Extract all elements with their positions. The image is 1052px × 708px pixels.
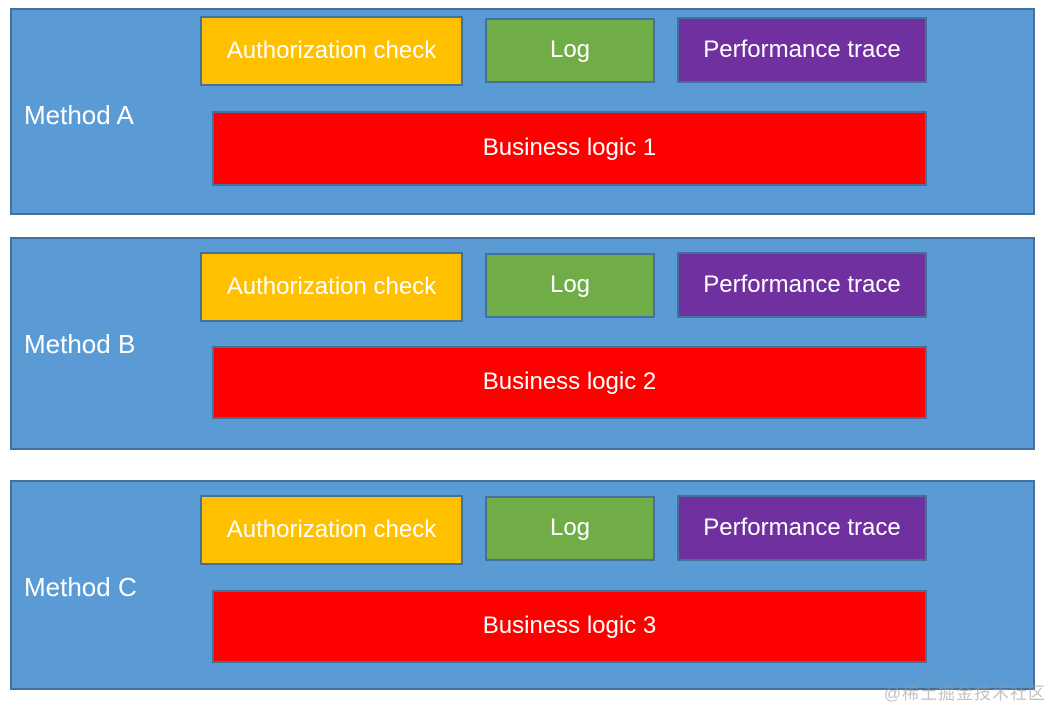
log-box: Log (485, 496, 655, 561)
performance-trace-box: Performance trace (677, 495, 927, 561)
performance-trace-box: Performance trace (677, 17, 927, 83)
authorization-check-box: Authorization check (200, 495, 463, 565)
log-box: Log (485, 253, 655, 318)
method-b-panel: Method B Authorization check Log Perform… (10, 237, 1035, 450)
authorization-check-box: Authorization check (200, 16, 463, 86)
log-box: Log (485, 18, 655, 83)
method-a-label: Method A (24, 100, 134, 130)
juejin-watermark: @稀土掘金技术社区 (883, 684, 1046, 703)
method-b-label: Method B (24, 329, 136, 359)
business-logic-1-box: Business logic 1 (212, 111, 927, 186)
method-a-panel: Method A Authorization check Log Perform… (10, 8, 1035, 215)
method-c-panel: Method C Authorization check Log Perform… (10, 480, 1035, 690)
performance-trace-box: Performance trace (677, 252, 927, 318)
business-logic-2-box: Business logic 2 (212, 346, 927, 419)
business-logic-3-box: Business logic 3 (212, 590, 927, 663)
authorization-check-box: Authorization check (200, 252, 463, 322)
method-c-label: Method C (24, 572, 137, 602)
